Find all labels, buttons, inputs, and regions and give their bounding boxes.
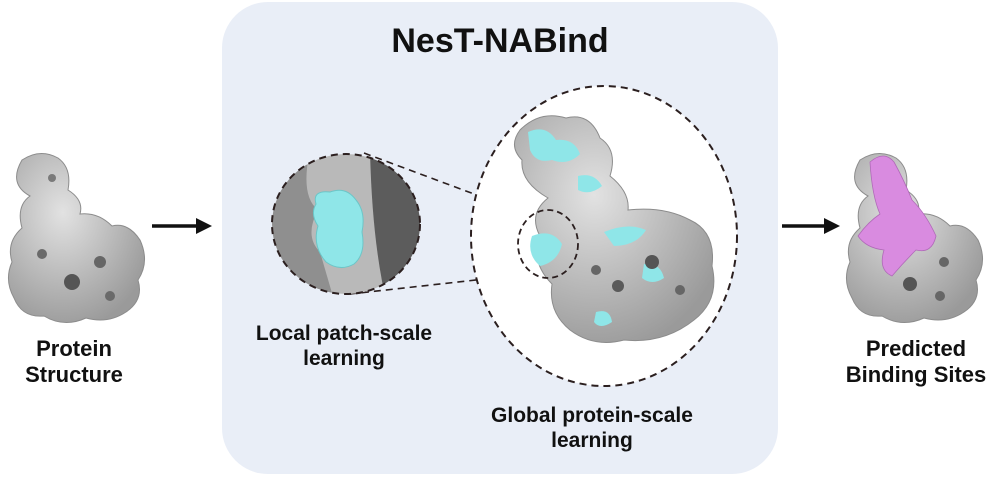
input-label-line2: Structure xyxy=(25,361,123,387)
input-label-line1: Protein xyxy=(36,336,112,361)
input-protein-icon xyxy=(8,153,145,323)
arrow-to-panel-icon xyxy=(152,218,212,234)
global-label-line2: learning xyxy=(551,428,633,452)
input-label: Protein Structure xyxy=(0,336,148,388)
local-patch-zoom-icon xyxy=(271,153,421,295)
global-label-line1: Global protein-scale xyxy=(491,404,693,427)
output-label-line2: Binding Sites xyxy=(845,361,987,387)
output-label: Predicted Binding Sites xyxy=(832,336,1000,388)
local-label: Local patch-scale learning xyxy=(226,322,462,372)
global-protein-icon xyxy=(470,85,738,387)
global-label: Global protein-scale learning xyxy=(462,404,722,454)
output-binding-protein-icon xyxy=(846,153,983,323)
method-title: NesT-NABind xyxy=(391,22,609,60)
local-label-line1: Local patch-scale xyxy=(255,322,433,345)
output-label-line1: Predicted xyxy=(865,336,967,361)
local-label-line2: learning xyxy=(303,346,385,370)
arrow-to-output-icon xyxy=(782,218,840,234)
